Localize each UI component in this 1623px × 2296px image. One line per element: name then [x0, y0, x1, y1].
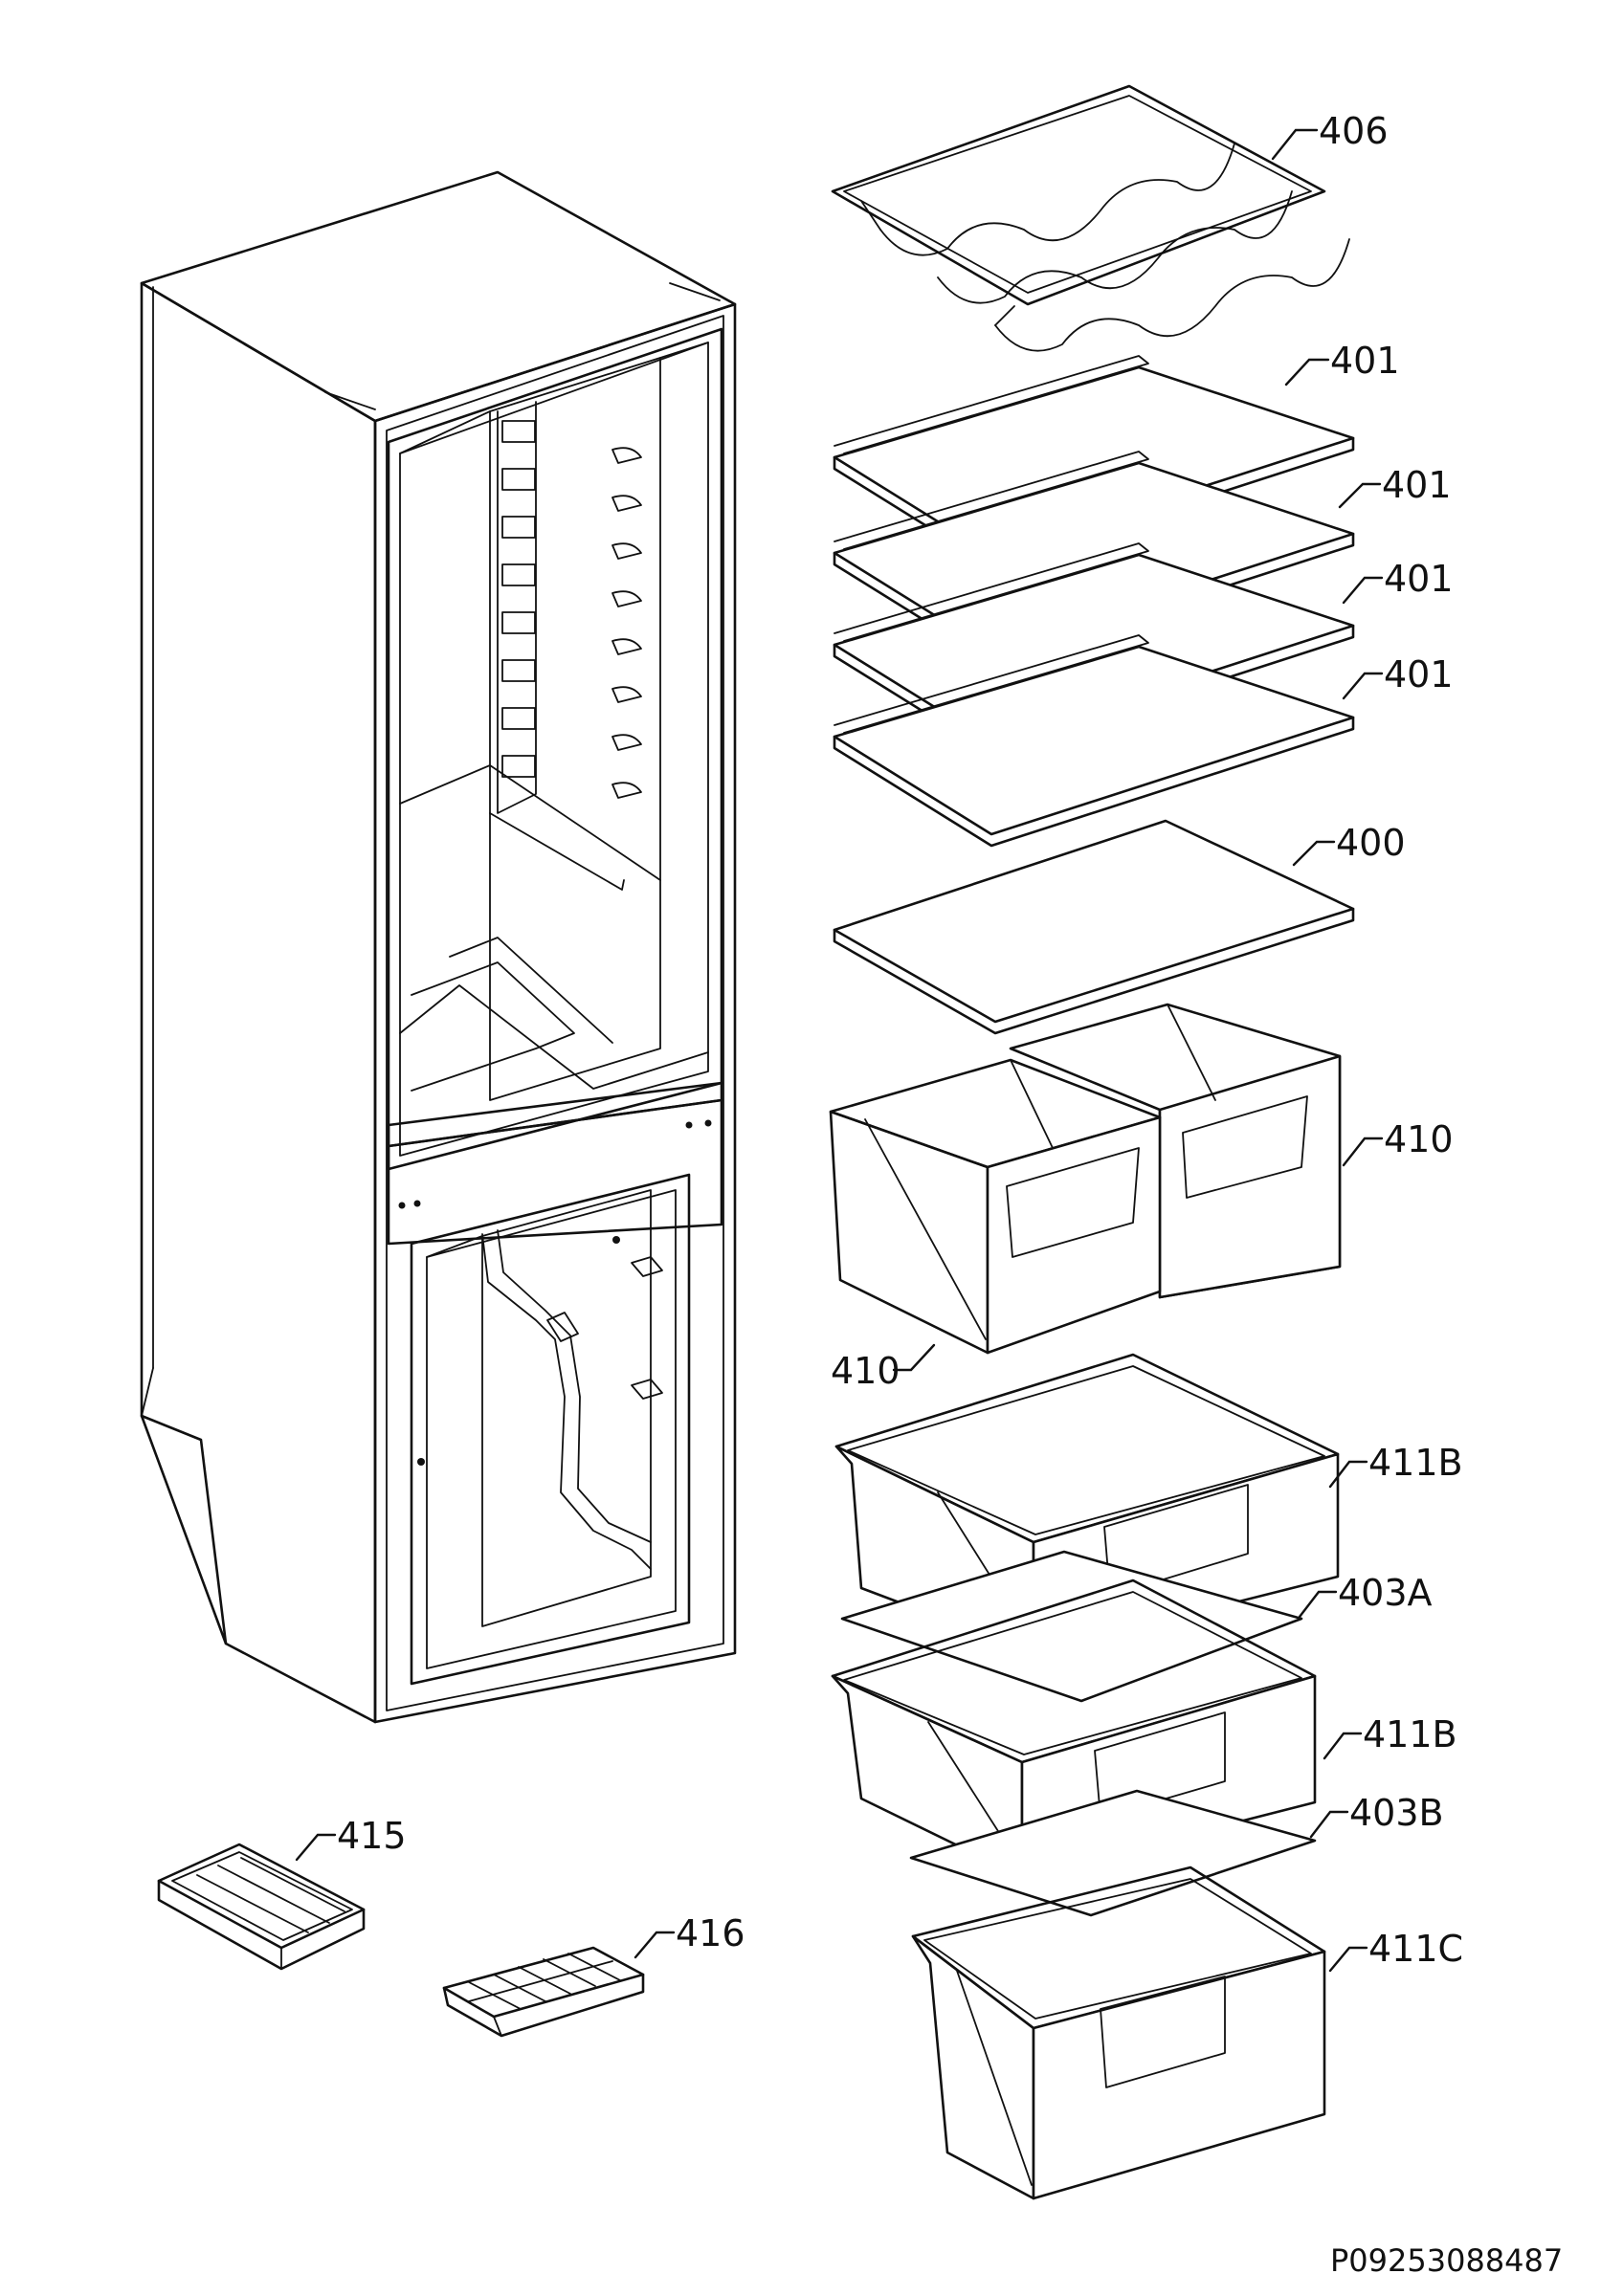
- part-410-drawer-left: [829, 1058, 1162, 1355]
- label-416: 416: [676, 1912, 745, 1954]
- label-401: 401: [1384, 653, 1454, 695]
- shelf-supports: [611, 447, 642, 799]
- label-411B: 411B: [1368, 1442, 1463, 1484]
- label-400: 400: [1336, 822, 1406, 864]
- part-labels: 406 401 401 401 401 400 410 410 411B 403…: [337, 110, 1463, 1970]
- part-403B-glass-plate: [909, 1789, 1317, 1917]
- label-403B: 403B: [1349, 1792, 1444, 1834]
- label-401: 401: [1330, 340, 1400, 382]
- label-410: 410: [831, 1350, 900, 1392]
- label-411B: 411B: [1363, 1713, 1457, 1755]
- label-401: 401: [1382, 464, 1452, 506]
- label-415: 415: [337, 1815, 407, 1857]
- part-415-ice-tray-cover: [157, 1843, 366, 1971]
- part-406-wine-rack: [831, 84, 1350, 352]
- label-410: 410: [1384, 1118, 1454, 1160]
- label-406: 406: [1319, 110, 1389, 152]
- reference-code: P09253088487: [1330, 2242, 1563, 2279]
- label-401: 401: [1384, 558, 1454, 600]
- part-416-ice-cube-tray: [442, 1946, 645, 2038]
- part-400-glass-plate: [833, 819, 1355, 1035]
- part-403A-glass-plate: [840, 1550, 1303, 1703]
- air-vents: [501, 420, 536, 778]
- part-411C-drawer-bottom: [911, 1866, 1326, 2200]
- fridge-cabinet: [140, 170, 737, 1724]
- label-411C: 411C: [1368, 1928, 1463, 1970]
- part-401-glass-shelf-4: [833, 634, 1355, 848]
- label-403A: 403A: [1338, 1572, 1433, 1614]
- leader-lines: [295, 128, 1384, 1973]
